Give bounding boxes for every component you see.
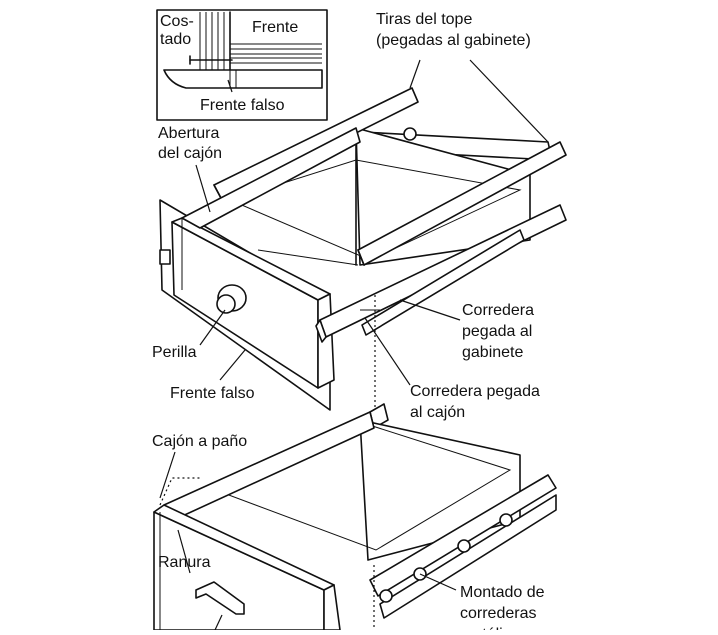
label-cajon-a-pano: Cajón a paño [152, 433, 247, 450]
metal-slide-rail [369, 474, 557, 597]
bottom-drawer-assembly [153, 403, 557, 631]
inset-costado-line1: Cos- [160, 13, 194, 30]
corredera-gab-line2: pegada al [462, 323, 532, 340]
tiras-line1: Tiras del tope [376, 11, 472, 28]
rail-bolt-icon [457, 539, 471, 553]
bottom-drawer-left-side [163, 411, 375, 519]
inset-side-grain [199, 11, 231, 71]
label-montado-correderas: Montado de correderas metálicas [460, 584, 549, 630]
abertura-line2: del cajón [158, 145, 222, 162]
montado-line3: metálicas [460, 626, 528, 630]
rail-bolt-icon [499, 513, 513, 527]
label-corredera-gabinete: Corredera pegada al gabinete [462, 302, 538, 361]
knob-icon [216, 284, 247, 314]
abertura-line1: Abertura [158, 125, 219, 142]
tiras-line2: (pegadas al gabinete) [376, 32, 531, 49]
label-corredera-cajon: Corredera pegada al cajón [410, 383, 544, 421]
inset-label-costado: Cos- tado [160, 13, 198, 48]
drawer-bottom [228, 159, 522, 261]
label-abertura-del-cajon: Abertura del cajón [158, 125, 224, 162]
drawer-front-panel [171, 221, 319, 389]
corredera-gab-line1: Corredera [462, 302, 534, 319]
drawer-runner [361, 229, 525, 336]
inset-false-front [163, 69, 323, 89]
inset-frame [156, 9, 328, 121]
pull-handle-icon [195, 581, 245, 615]
label-frente-falso: Frente falso [170, 385, 255, 402]
inset-front-grain [230, 43, 322, 64]
corredera-caj-line2: al cajón [410, 404, 465, 421]
inset-label-frente-falso: Frente falso [200, 97, 285, 114]
inset-detail: Cos- tado Frente Frente falso [156, 9, 328, 121]
corredera-gab-line3: gabinete [462, 344, 523, 361]
montado-line2: correderas [460, 605, 536, 622]
montado-line1: Montado de [460, 584, 545, 601]
label-tiras-del-tope: Tiras del tope (pegadas al gabinete) [376, 11, 531, 49]
inset-label-frente: Frente [252, 19, 298, 36]
corredera-caj-line1: Corredera pegada [410, 383, 540, 400]
top-drawer-assembly [159, 87, 567, 415]
drawer-box-left-side [181, 127, 361, 229]
inset-costado-line2: tado [160, 31, 191, 48]
leader-lines [159, 59, 549, 631]
label-ranura: Ranura [158, 554, 211, 571]
rail-bolt-icon [379, 589, 393, 603]
label-perilla: Perilla [152, 344, 197, 361]
